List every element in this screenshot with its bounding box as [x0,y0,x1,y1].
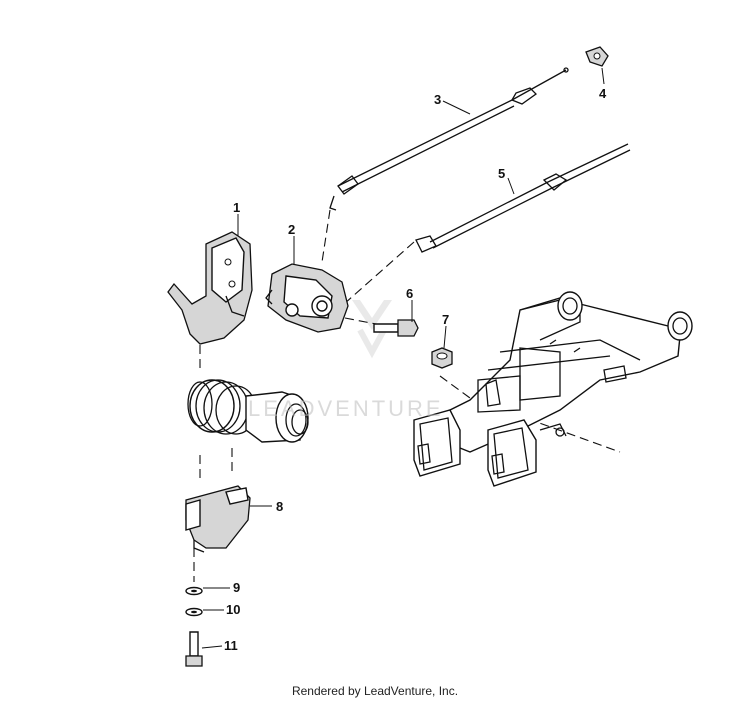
callout-3: 3 [434,92,441,107]
caliper-bracket [167,231,253,345]
swing-arm [413,291,693,487]
bolt [185,631,203,667]
caliper-pin [373,319,419,337]
callout-2: 2 [288,222,295,237]
callout-10: 10 [226,602,240,617]
spindle-boot [187,379,309,443]
flat-washer [185,586,203,596]
watermark-text: LEADVENTURE [248,396,444,421]
callout-leaders [201,67,605,649]
hex-nut [431,347,453,369]
cable-clip [585,46,609,67]
assembly-lines [193,209,621,582]
brake-cable-lower [415,143,631,253]
brake-caliper [265,263,349,333]
callout-11: 11 [224,638,238,653]
lock-washer [185,607,203,617]
callout-5: 5 [498,166,505,181]
callout-8: 8 [276,499,283,514]
callout-1: 1 [233,200,240,215]
lower-bracket [185,485,251,553]
brake-cable-upper [329,67,569,211]
callout-4: 4 [599,86,607,101]
footer-credit: Rendered by LeadVenture, Inc. [291,684,459,698]
callout-6: 6 [406,286,413,301]
watermark-logo [352,300,392,359]
callout-7: 7 [442,312,449,327]
callout-9: 9 [233,580,240,595]
